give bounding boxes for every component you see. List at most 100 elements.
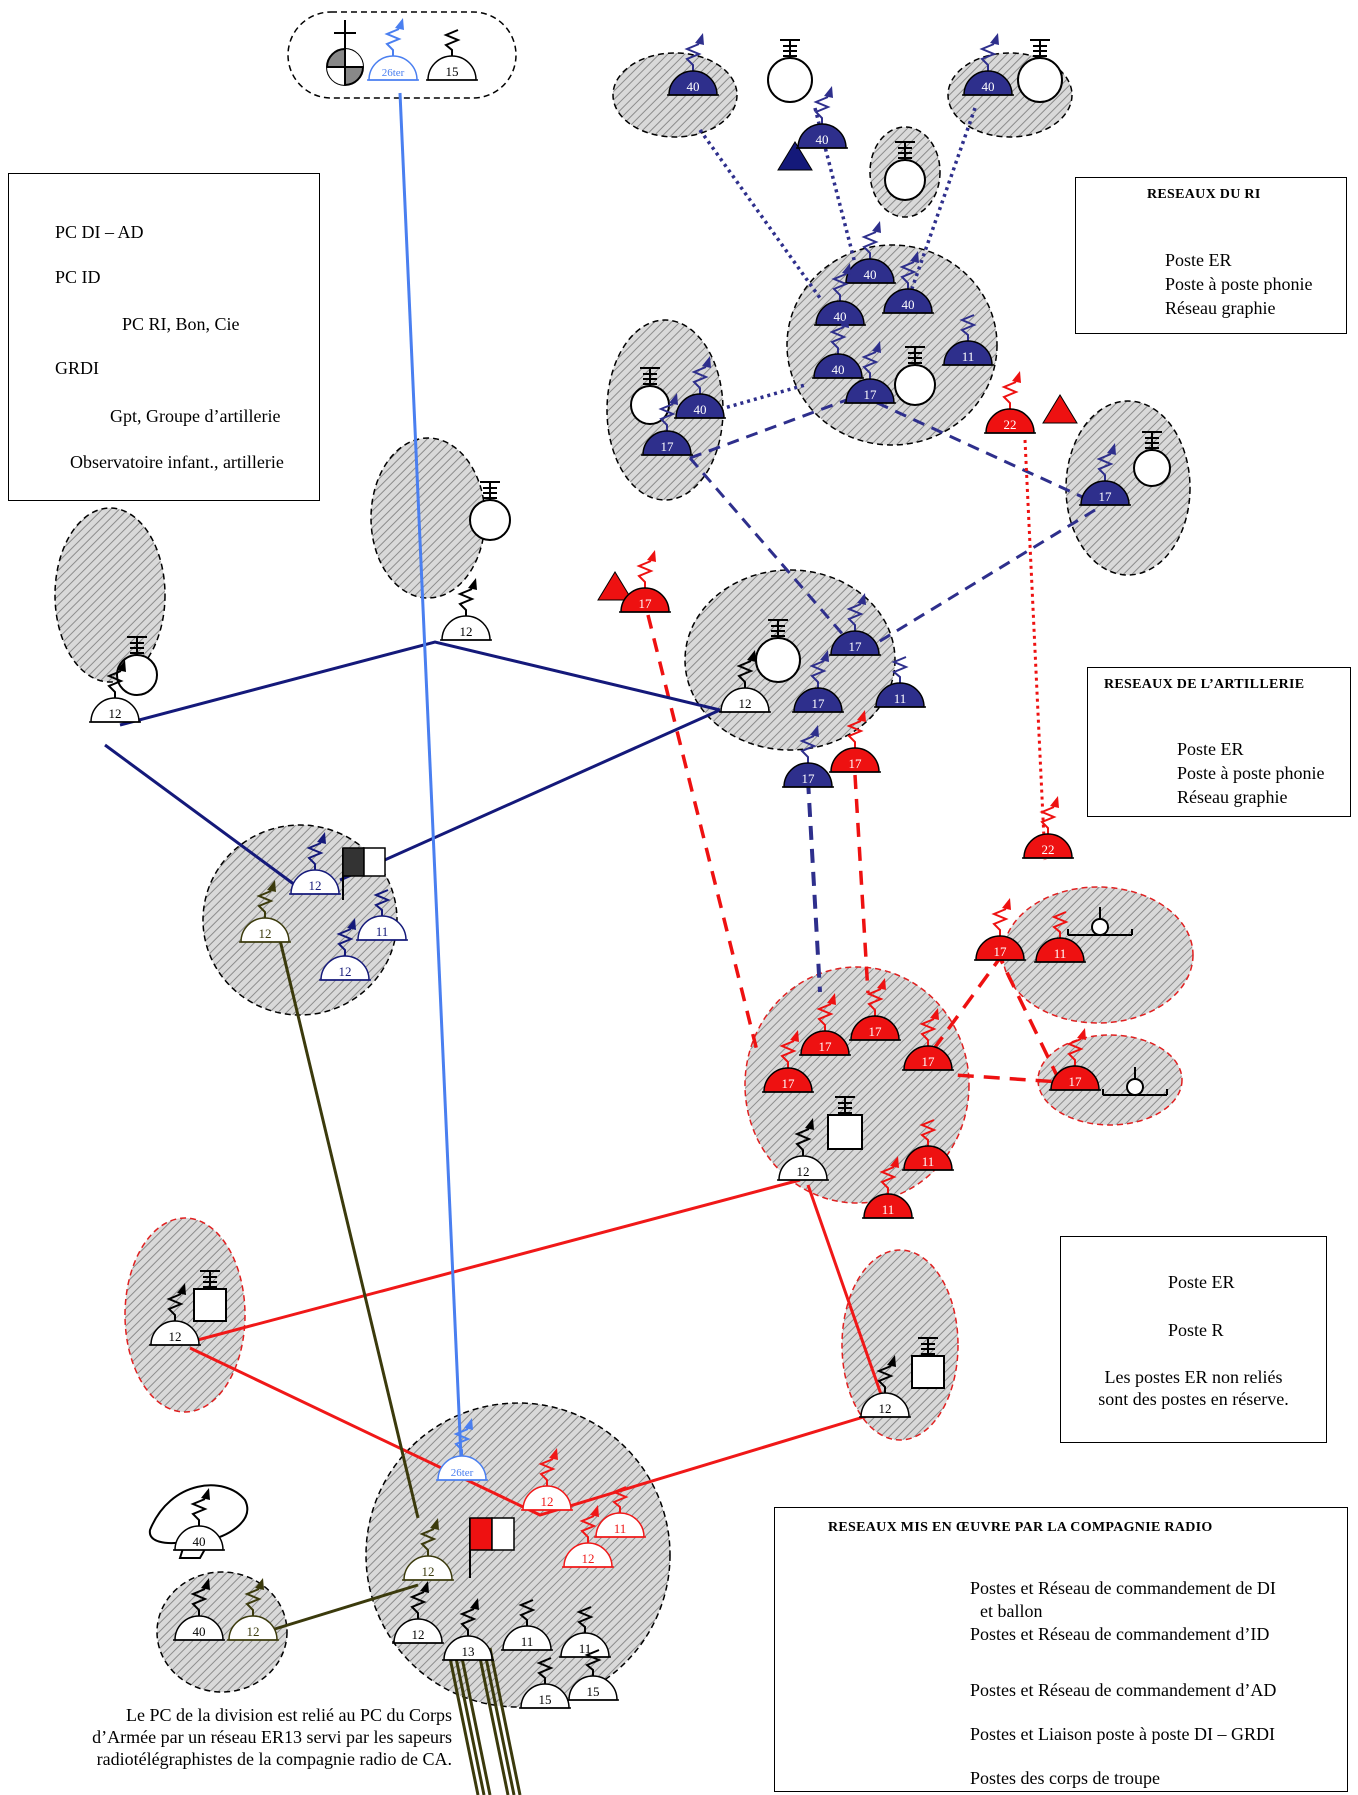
legend-ri-poste-er: Poste ER	[1165, 250, 1232, 270]
radio-station: 15	[426, 29, 478, 81]
di-command-link	[264, 1583, 419, 1634]
pc-ri-circle	[469, 481, 511, 541]
observatoire-artillerie-icon	[597, 571, 633, 601]
radio-station: 15	[567, 1649, 619, 1701]
station-number: 17	[1099, 489, 1113, 504]
radio-station: 12	[719, 650, 771, 713]
radio-station: 17	[1079, 443, 1131, 506]
pc-gpt-square	[193, 1270, 227, 1322]
station-number: 40	[687, 79, 700, 94]
pc-ri-circle	[1017, 39, 1063, 103]
station-number: 11	[1054, 946, 1067, 961]
observatoire-artillerie-icon	[1042, 394, 1078, 424]
radio-station: 17	[974, 898, 1026, 961]
radio-station: 26ter	[436, 1418, 488, 1481]
legend-cie-title: RESEAUX MIS EN ŒUVRE PAR LA COMPAGNIE RA…	[828, 1520, 1213, 1535]
radio-station: 15	[519, 1657, 571, 1709]
station-number: 12	[169, 1329, 182, 1344]
radio-station: 11	[594, 1486, 646, 1538]
radio-station: 40	[962, 33, 1014, 96]
station-number: 11	[614, 1521, 627, 1536]
pc-ri-circle	[1133, 431, 1171, 487]
id-command-link	[104, 743, 296, 887]
station-group	[370, 437, 486, 599]
radio-station: 12	[859, 1355, 911, 1418]
radio-station: 40	[814, 263, 866, 326]
ad-command-link	[806, 1184, 885, 1401]
art-graphie-link	[853, 774, 870, 994]
radio-station: 11	[942, 314, 994, 366]
radio-station: 17	[619, 550, 671, 613]
station-number: 40	[902, 297, 915, 312]
legend-ri	[1075, 177, 1347, 334]
legend-gpt-label: Gpt, Groupe d’artillerie	[110, 406, 281, 426]
legend-pc-ri-label: PC RI, Bon, Cie	[122, 314, 240, 334]
legend-grdi-label: GRDI	[55, 358, 99, 378]
station-number: 11	[962, 349, 975, 364]
legend-art-phonie: Poste à poste phonie	[1177, 763, 1325, 783]
legend-pc-symbols	[8, 173, 320, 501]
legend-ri-phonie: Poste à poste phonie	[1165, 274, 1313, 294]
legend-pc-id-label: PC ID	[55, 267, 101, 287]
station-number: 40	[193, 1534, 206, 1549]
pc-gpt-square	[827, 1096, 863, 1150]
legend-cie-ad: Postes et Réseau de commandement d’AD	[970, 1680, 1277, 1700]
ri-phonie-link	[699, 383, 806, 417]
radio-station: 12	[392, 1581, 444, 1644]
radio-station: 17	[844, 341, 896, 404]
station-number: 12	[739, 696, 752, 711]
station-group	[54, 507, 166, 683]
legend-ri-graphie: Réseau graphie	[1165, 298, 1276, 318]
station-number: 17	[661, 439, 675, 454]
station-number: 40	[832, 362, 845, 377]
station-number: 17	[922, 1054, 936, 1069]
station-number: 13	[462, 1644, 475, 1659]
station-number: 40	[694, 402, 707, 417]
station-number: 15	[446, 64, 459, 79]
pc-ri-circle	[884, 141, 926, 201]
station-number: 12	[541, 1494, 554, 1509]
corps-link	[476, 1647, 510, 1795]
pc-ri-circle	[894, 346, 936, 406]
art-phonie-link	[1023, 439, 1047, 861]
station-number: 40	[834, 309, 847, 324]
station-number: 12	[247, 1624, 260, 1639]
station-group	[124, 1217, 246, 1413]
pc-gpt-square	[911, 1337, 945, 1389]
radio-station: 12	[521, 1448, 573, 1511]
station-number: 11	[894, 691, 907, 706]
radio-station: 40	[844, 221, 896, 284]
di-command-link	[278, 939, 420, 1519]
radio-station: 17	[641, 393, 693, 456]
pc-ri-circle	[116, 636, 158, 696]
legend-cie-grdi: Postes et Liaison poste à poste DI – GRD…	[970, 1724, 1275, 1744]
id-command-link	[119, 640, 721, 727]
legend-art-title: RESEAUX DE L’ARTILLERIE	[1104, 677, 1305, 692]
ri-graphie-link	[688, 457, 860, 653]
radio-station: 12	[239, 880, 291, 943]
station-number: 12	[422, 1564, 435, 1579]
legend-compagnie-radio	[774, 1507, 1348, 1792]
art-graphie-link	[646, 614, 760, 1056]
art-graphie-link	[931, 954, 1063, 1084]
station-number: 11	[922, 1154, 935, 1169]
corps-link	[452, 1647, 486, 1795]
radio-station: 40	[812, 316, 864, 379]
radio-station: 22	[984, 371, 1036, 434]
ad-command-link	[189, 1178, 801, 1344]
radio-station: 40	[796, 86, 848, 149]
station-number: 12	[339, 964, 352, 979]
radio-station: 40	[173, 1578, 225, 1641]
footnote: Le PC de la division est relié au PC du …	[20, 1704, 452, 1770]
radio-station: 11	[501, 1599, 553, 1651]
station-number: 17	[1069, 1074, 1083, 1089]
radio-station: 17	[849, 978, 901, 1041]
legend-cie-di-line1: Postes et Réseau de commandement de DI	[970, 1578, 1276, 1598]
radio-station: 26ter	[367, 18, 419, 81]
radio-station: 12	[319, 918, 371, 981]
radio-station: 17	[829, 593, 881, 656]
pc-flag	[469, 1517, 515, 1578]
corps-link	[488, 1647, 522, 1795]
station-group	[744, 966, 970, 1204]
radio-station: 12	[562, 1505, 614, 1568]
